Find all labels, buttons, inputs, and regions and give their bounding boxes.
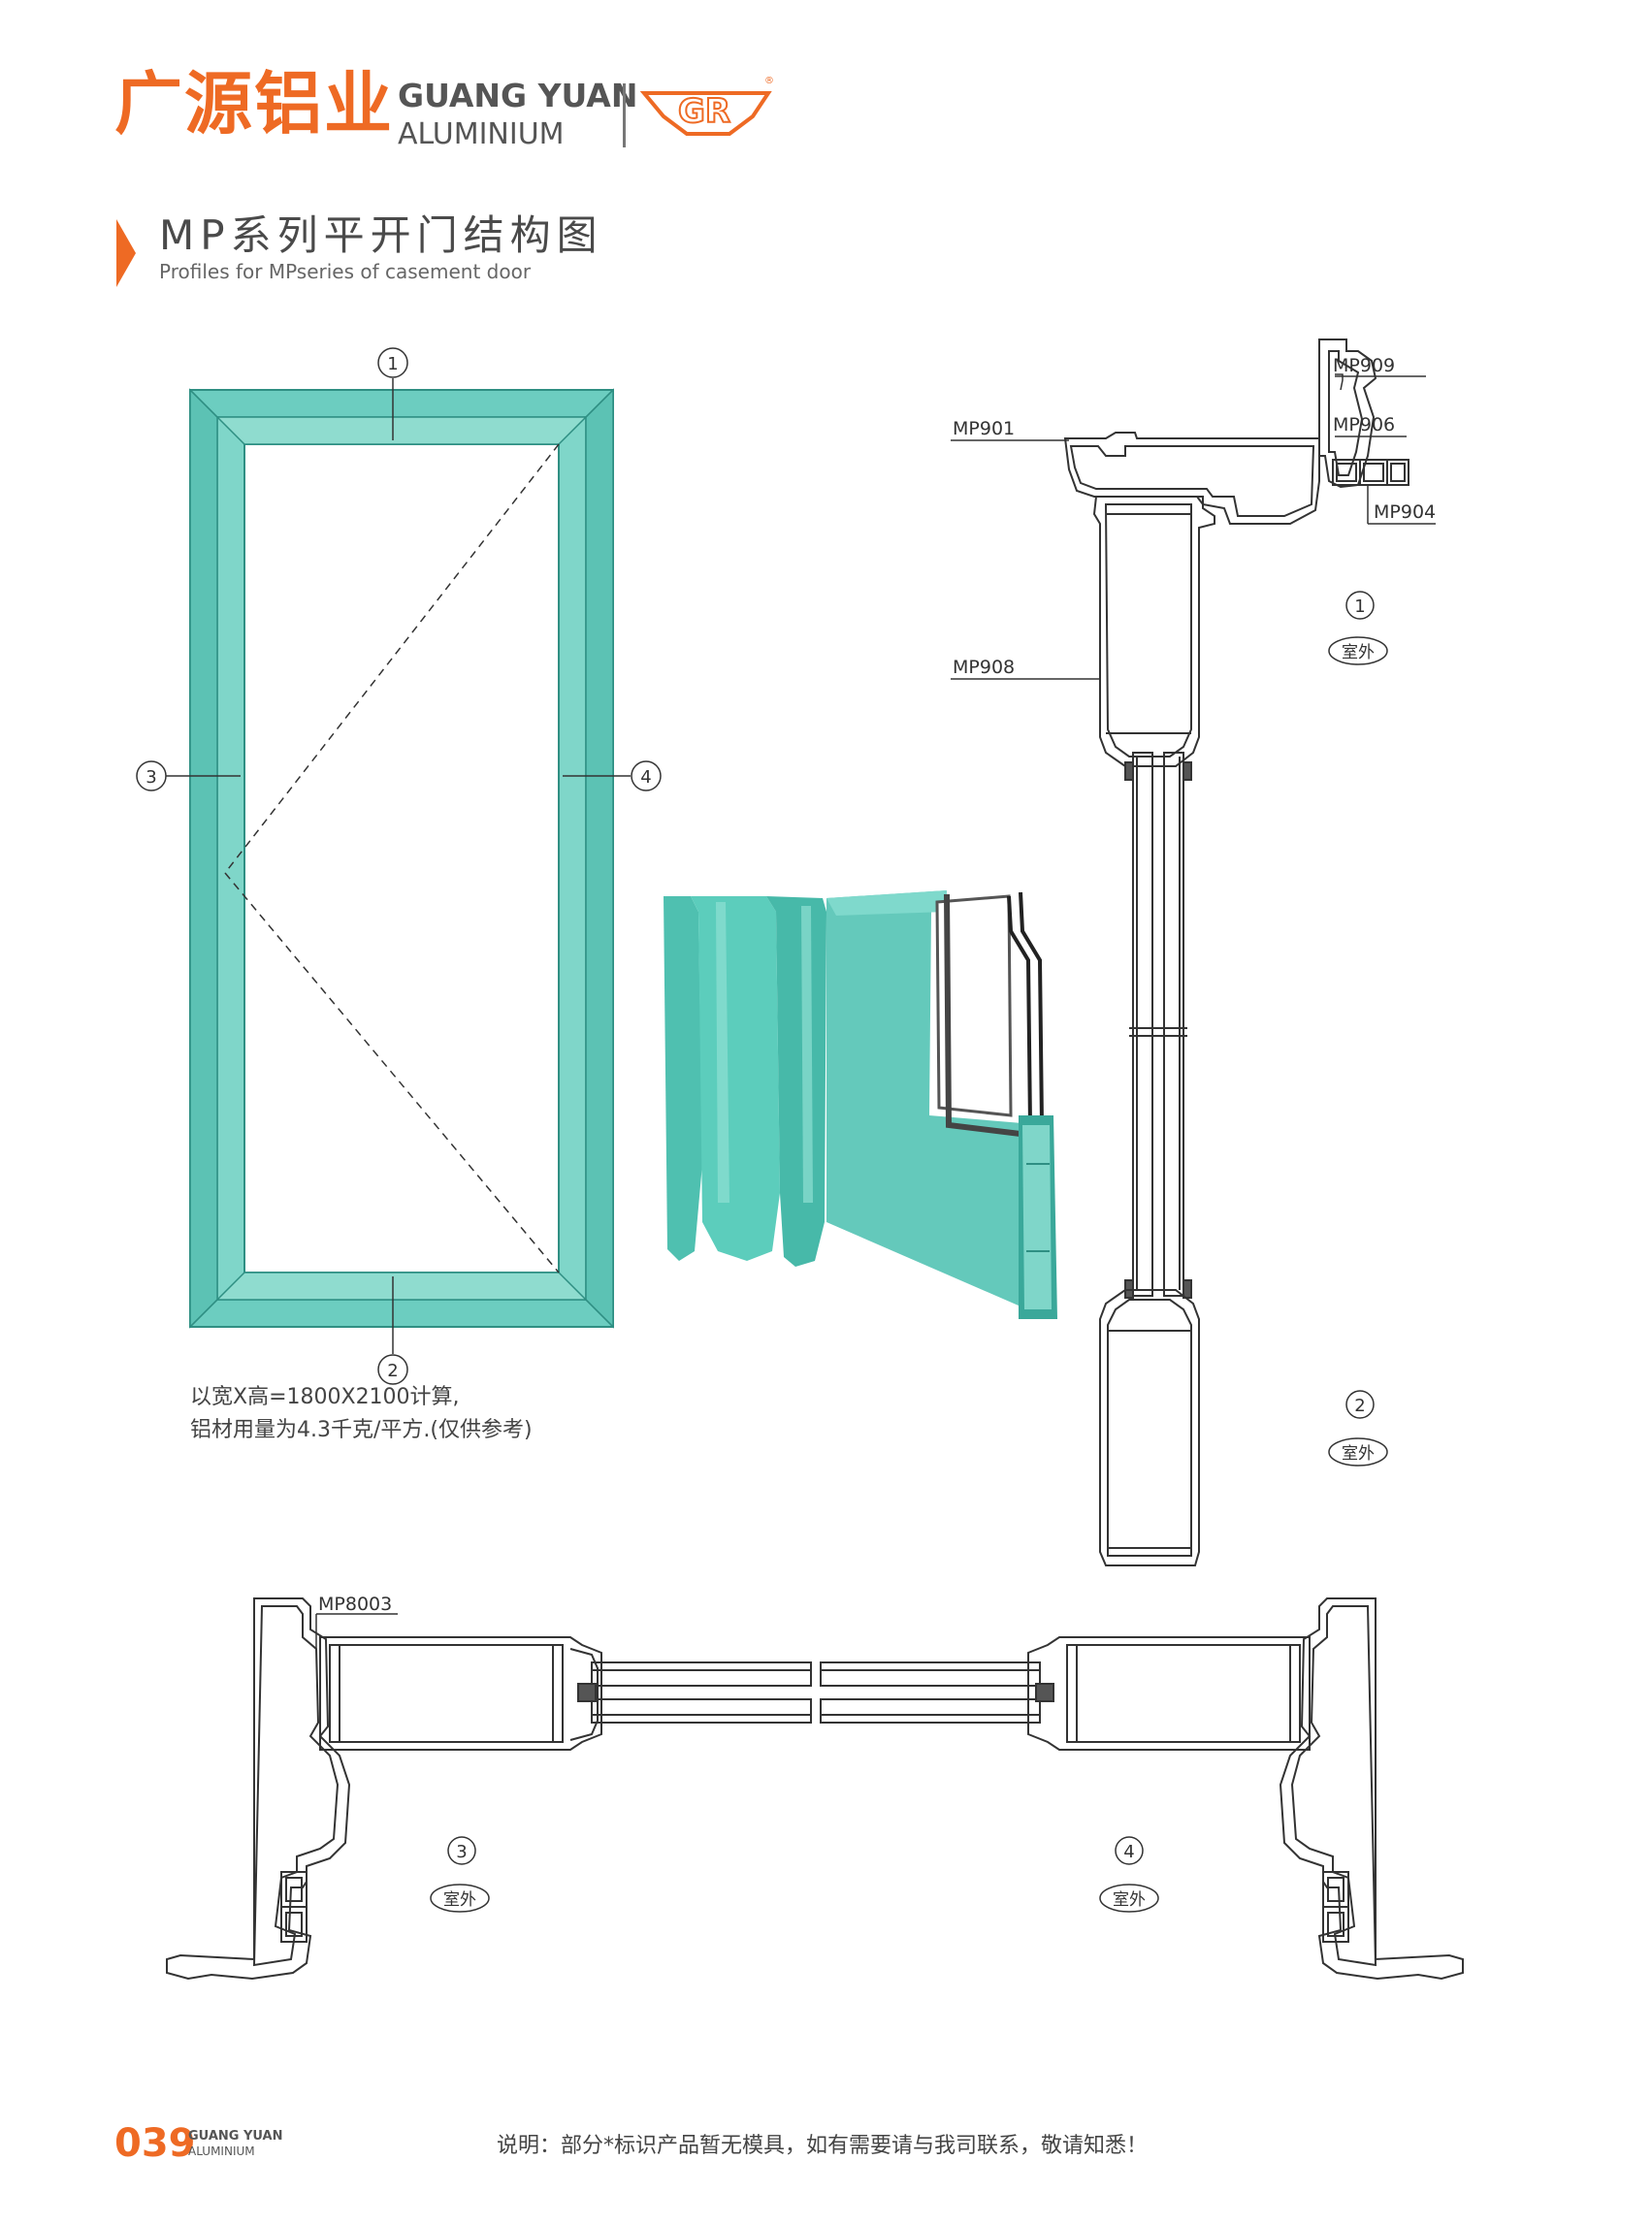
material-usage-note-line1: 以宽X高=1800X2100计算, bbox=[190, 1385, 460, 1409]
opening-direction-lines bbox=[224, 443, 560, 1274]
registered-mark: ® bbox=[764, 76, 774, 86]
outdoor-badge-4: 室外 bbox=[1099, 1884, 1159, 1913]
material-usage-note-line2: 铝材用量为4.3千克/平方.(仅供参考) bbox=[190, 1418, 533, 1442]
elevation-marker-2: 2 bbox=[377, 1354, 408, 1385]
section-3-profile bbox=[166, 1597, 1464, 1981]
profile-3d-render bbox=[664, 890, 1057, 1319]
section-number-4: 4 bbox=[1115, 1836, 1144, 1865]
elevation-marker-1: 1 bbox=[377, 347, 408, 378]
label-mp901: MP901 bbox=[953, 418, 1015, 439]
section-number-2: 2 bbox=[1345, 1390, 1375, 1419]
page-number: 039 bbox=[114, 2121, 196, 2166]
page-subtitle: Profiles for MPseries of casement door bbox=[159, 260, 532, 283]
section-1-profile bbox=[1063, 339, 1409, 1566]
label-mp904: MP904 bbox=[1374, 501, 1436, 523]
label-mp908: MP908 bbox=[953, 657, 1015, 678]
svg-text:室外: 室外 bbox=[1342, 1444, 1375, 1464]
brand-logo-text: GR bbox=[678, 92, 730, 131]
svg-text:4: 4 bbox=[1123, 1842, 1134, 1862]
footer-note: 说明：部分*标识产品暂无模具，如有需要请与我司联系，敬请知悉！ bbox=[497, 2134, 1149, 2158]
brand-divider bbox=[623, 83, 626, 147]
svg-text:3: 3 bbox=[456, 1842, 467, 1862]
outdoor-badge-2: 室外 bbox=[1328, 1437, 1388, 1467]
footer-brand-line2: ALUMINIUM bbox=[188, 2144, 255, 2158]
footer-brand-line1: GUANG YUAN bbox=[188, 2129, 283, 2144]
section-number-1: 1 bbox=[1345, 591, 1375, 620]
brand-name-cn: 广源铝业 bbox=[114, 64, 394, 144]
svg-text:室外: 室外 bbox=[1342, 643, 1375, 662]
label-mp906: MP906 bbox=[1333, 414, 1395, 435]
svg-text:2: 2 bbox=[1354, 1396, 1365, 1416]
brand-logo: GR ® bbox=[640, 76, 774, 136]
outdoor-badge-1: 室外 bbox=[1328, 636, 1388, 665]
material-usage-note: 以宽X高=1800X2100计算, 铝材用量为4.3千克/平方.(仅供参考) bbox=[190, 1381, 533, 1447]
brand-name-en-line1: GUANG YUAN bbox=[398, 77, 638, 114]
svg-text:1: 1 bbox=[387, 354, 398, 374]
brand-name-en-line2: ALUMINIUM bbox=[398, 117, 565, 151]
section-number-3: 3 bbox=[447, 1836, 476, 1865]
svg-text:2: 2 bbox=[387, 1361, 398, 1381]
svg-text:室外: 室外 bbox=[1113, 1890, 1146, 1910]
label-mp8003: MP8003 bbox=[318, 1594, 392, 1615]
svg-text:3: 3 bbox=[146, 767, 156, 788]
outer-frame bbox=[189, 388, 614, 1329]
svg-text:4: 4 bbox=[640, 767, 651, 788]
svg-text:1: 1 bbox=[1354, 597, 1365, 617]
title-marker-icon bbox=[116, 219, 136, 287]
page-title: MP系列平开门结构图 bbox=[159, 211, 603, 259]
outdoor-badge-3: 室外 bbox=[430, 1884, 490, 1913]
svg-text:室外: 室外 bbox=[443, 1890, 476, 1910]
elevation-marker-4: 4 bbox=[631, 760, 662, 791]
label-mp909: MP909 bbox=[1333, 355, 1395, 376]
elevation-marker-3: 3 bbox=[136, 760, 167, 791]
